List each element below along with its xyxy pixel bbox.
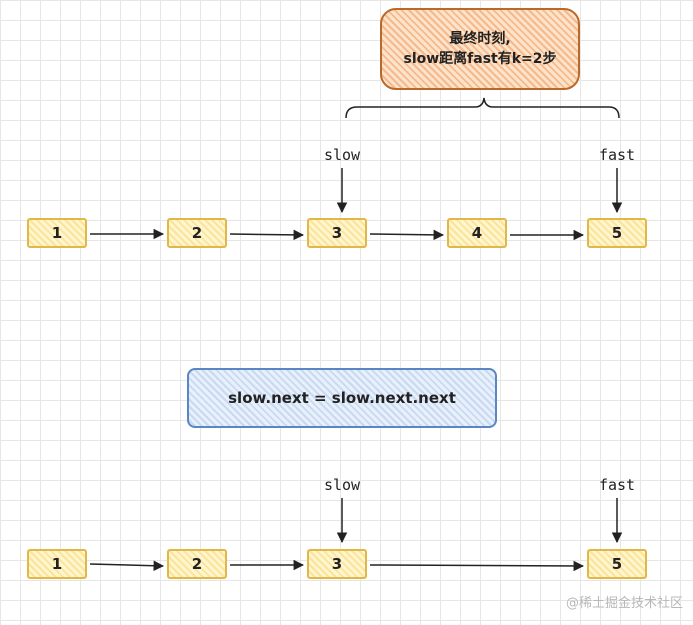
link-arrow-2-3 <box>229 229 305 241</box>
fast-pointer-label-top: fast <box>598 146 636 164</box>
list-node: 3 <box>307 549 367 579</box>
list-node: 5 <box>587 218 647 248</box>
distance-brace <box>345 97 620 119</box>
callout-line-2: slow距离fast有k=2步 <box>403 51 557 67</box>
link-arrow-b-3-5 <box>369 560 585 572</box>
list-node: 2 <box>167 549 227 579</box>
list-node: 1 <box>27 549 87 579</box>
list-node: 3 <box>307 218 367 248</box>
list-node: 1 <box>27 218 87 248</box>
list-node: 5 <box>587 549 647 579</box>
slow-pointer-label-bottom: slow <box>323 476 361 494</box>
watermark: @稀土掘金技术社区 <box>565 596 683 611</box>
code-statement-box: slow.next = slow.next.next <box>187 368 497 428</box>
code-statement: slow.next = slow.next.next <box>228 389 456 407</box>
final-moment-callout: 最终时刻, slow距离fast有k=2步 <box>380 8 580 90</box>
callout-line-1: 最终时刻, <box>449 31 511 47</box>
list-node: 2 <box>167 218 227 248</box>
fast-pointer-label-bottom: fast <box>598 476 636 494</box>
list-node: 4 <box>447 218 507 248</box>
slow-pointer-label-top: slow <box>323 146 361 164</box>
link-arrow-3-4 <box>369 229 445 241</box>
link-arrow-b-1-2 <box>89 560 165 571</box>
